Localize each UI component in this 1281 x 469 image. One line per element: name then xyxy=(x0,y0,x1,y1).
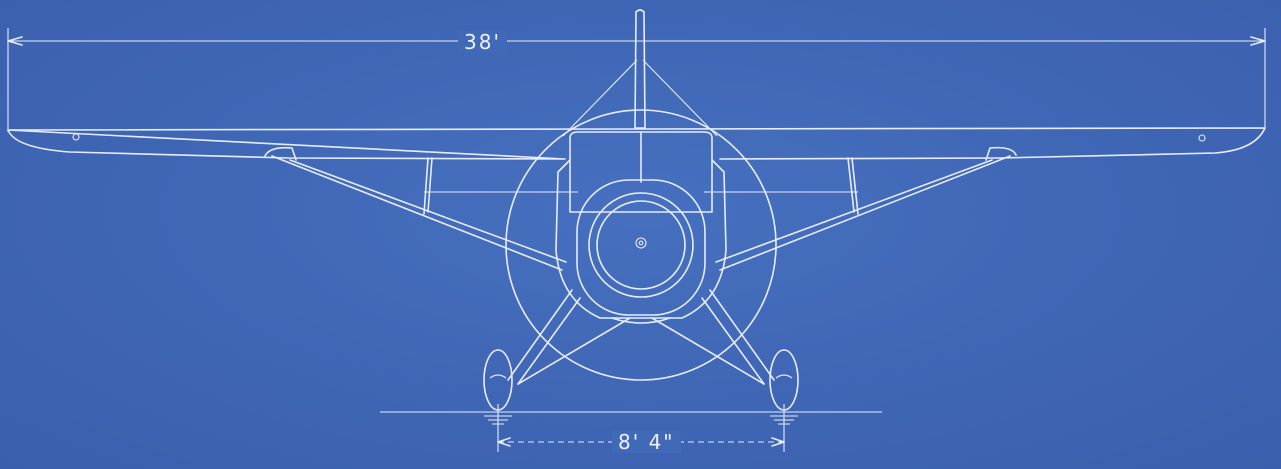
propeller-hub xyxy=(635,237,647,249)
fuselage-outline xyxy=(555,159,727,319)
strut-fairing-right xyxy=(985,146,1017,161)
cowling xyxy=(576,179,706,316)
jury-strut-left xyxy=(423,157,433,215)
gear-axle-braces xyxy=(517,317,765,385)
wing-outline xyxy=(7,127,1266,160)
gear-center-fairing xyxy=(611,317,671,324)
track-width-label: 8' 4" xyxy=(612,431,681,453)
tail xyxy=(562,9,718,137)
strut-right-front xyxy=(719,155,1011,271)
track-arrow-right xyxy=(771,437,785,447)
track-arrow-left xyxy=(497,437,511,447)
wing-struts xyxy=(271,155,1011,271)
tail-brace-wires xyxy=(562,59,718,137)
cabin-windshield xyxy=(569,131,713,213)
cowl-ring xyxy=(588,192,694,298)
cowl-inner-ring xyxy=(596,200,686,290)
wheel-hubs xyxy=(489,374,793,379)
vertical-fin xyxy=(634,9,646,129)
span-arrow-right xyxy=(1250,36,1266,46)
propeller-disc xyxy=(505,109,777,381)
fuselage xyxy=(555,131,727,319)
engine-cowling xyxy=(576,179,706,316)
strut-fairing-left xyxy=(264,146,297,161)
propeller-hub-center xyxy=(638,240,644,246)
wing xyxy=(7,127,1266,161)
strut-left-front xyxy=(271,155,563,271)
span-arrow-left xyxy=(7,36,23,46)
gear-leg-left xyxy=(507,289,581,385)
landing-gear xyxy=(483,289,799,411)
gear-leg-right xyxy=(701,289,775,385)
wingtip-light-left xyxy=(72,133,80,141)
wingtip-light-right xyxy=(1198,134,1206,142)
jury-strut-right xyxy=(847,157,859,215)
wingspan-label: 38' xyxy=(458,31,507,53)
